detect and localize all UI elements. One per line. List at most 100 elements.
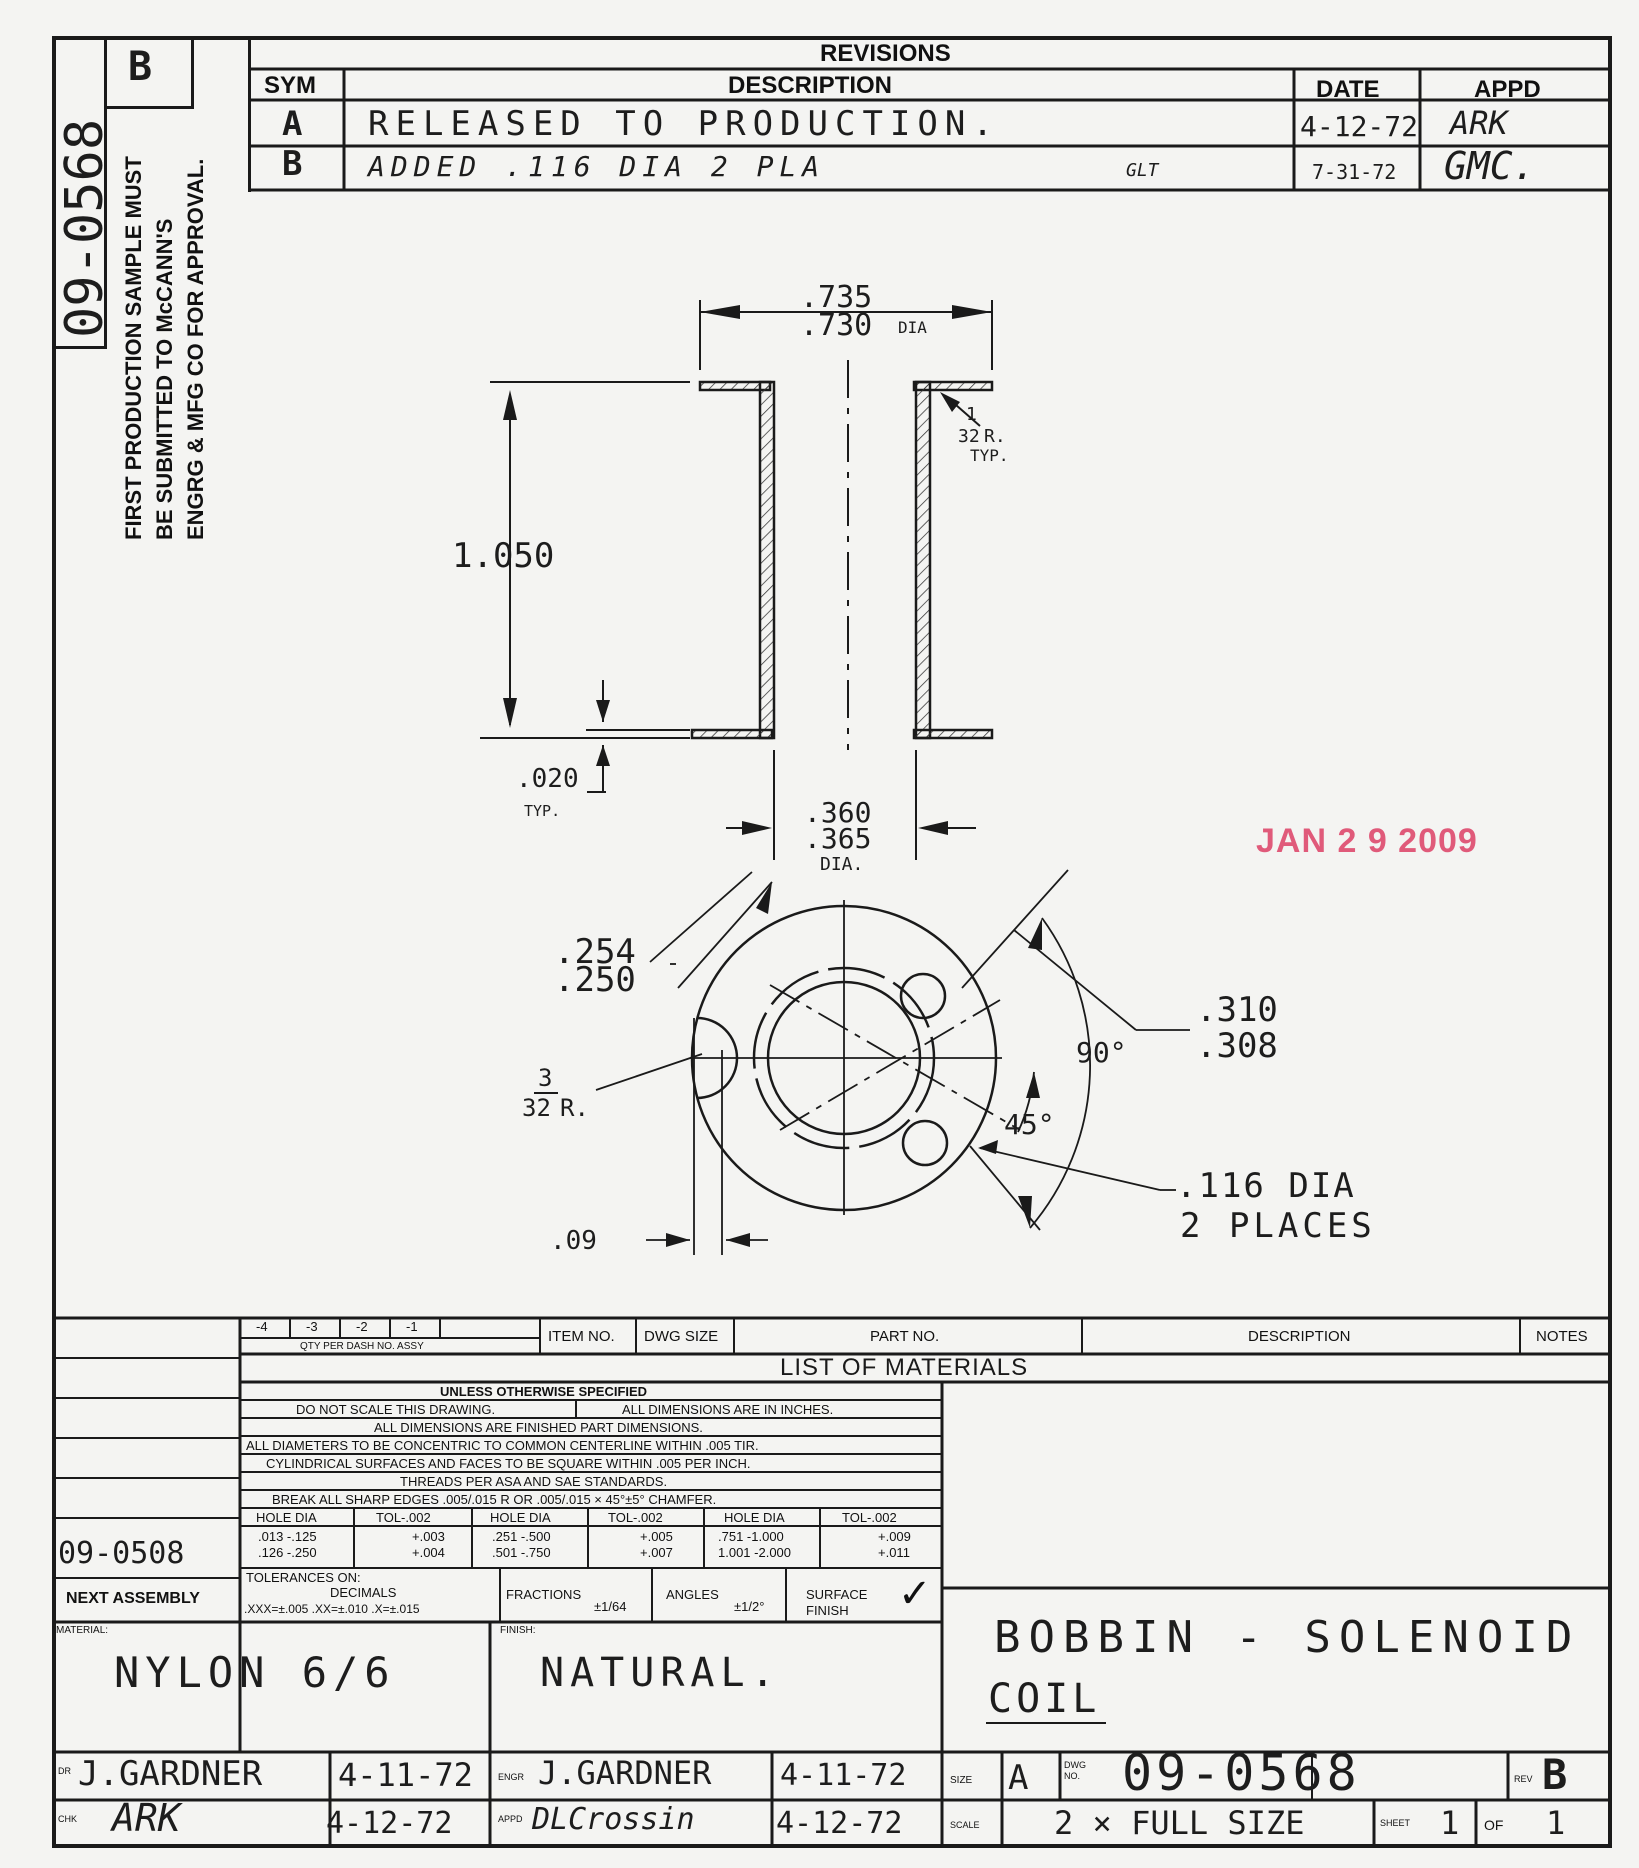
hole-table-r2c2: +.004 — [412, 1545, 445, 1560]
note-concentric: ALL DIAMETERS TO BE CONCENTRIC TO COMMON… — [246, 1438, 759, 1453]
hole-table-r1c5: .751 -1.000 — [718, 1529, 784, 1544]
hole-table-r1c4: +.005 — [640, 1529, 673, 1544]
note-do-not-scale: DO NOT SCALE THIS DRAWING. — [296, 1402, 496, 1417]
flange-dia-min: .730 — [800, 308, 873, 343]
hole-spacing-1: .310 — [1196, 990, 1278, 1030]
scale-label: SCALE — [950, 1820, 980, 1830]
revision-table-grid — [248, 36, 1612, 196]
flange-thickness-typ: TYP. — [524, 802, 561, 820]
fillet-unit: R. — [984, 426, 1006, 447]
hole-table-h5: HOLE DIA — [724, 1510, 785, 1525]
drawn-label: DR — [58, 1766, 71, 1776]
description-header: DESCRIPTION — [1248, 1328, 1351, 1345]
notch-fraction-bar — [534, 1092, 558, 1094]
angle-45: 45° — [1004, 1108, 1055, 1141]
hole-table-h2: TOL-.002 — [376, 1510, 431, 1525]
overall-length: 1.050 — [452, 536, 555, 576]
sheet-value: 1 — [1440, 1804, 1460, 1842]
fractions-value: ±1/64 — [594, 1599, 627, 1614]
hole-places-callout: 2 PLACES — [1180, 1206, 1376, 1246]
fractions-label: FRACTIONS — [506, 1587, 582, 1602]
hole-table-r2c1: .126 -.250 — [258, 1545, 317, 1560]
dwg-size-header: DWG SIZE — [644, 1328, 719, 1345]
of-label: OF — [1484, 1817, 1504, 1833]
rev-header-appd: APPD — [1474, 76, 1541, 103]
qty-dash-4: -4 — [256, 1319, 268, 1334]
next-assembly-label: NEXT ASSEMBLY — [66, 1590, 200, 1607]
revisions-title: REVISIONS — [820, 40, 951, 67]
checked-date: 4-12-72 — [326, 1806, 453, 1841]
part-no-header: PART NO. — [870, 1328, 940, 1345]
drawn-by: J.GARDNER — [78, 1754, 263, 1794]
finish-value: NATURAL. — [540, 1650, 781, 1696]
hole-table-r1c2: +.003 — [412, 1529, 445, 1544]
margin-rev-letter: B — [128, 44, 153, 90]
angle-90: 90° — [1076, 1036, 1127, 1069]
approved-date: 4-12-72 — [776, 1806, 903, 1841]
rev-row-a-date: 4-12-72 — [1300, 110, 1419, 143]
hole-table-h4: TOL-.002 — [608, 1510, 663, 1525]
note-square: CYLINDRICAL SURFACES AND FACES TO BE SQU… — [266, 1456, 751, 1471]
tolerances-on-label: TOLERANCES ON: — [246, 1570, 361, 1585]
bore-dia-1: .360 — [804, 796, 872, 829]
surface-finish-check-icon: ✓ — [898, 1571, 932, 1617]
hole-table-r2c5: 1.001 -2.000 — [718, 1545, 792, 1560]
rev-row-b-initials: GLT — [1126, 160, 1159, 181]
sheet-label: SHEET — [1380, 1818, 1411, 1828]
part-title-underline — [986, 1722, 1106, 1724]
scale-value: 2 × FULL SIZE — [1054, 1804, 1305, 1842]
dwg-no-value: 09-0568 — [1122, 1744, 1361, 1802]
surface-label: SURFACE — [806, 1587, 868, 1602]
counterbore-dia-1: .254 — [554, 932, 636, 972]
dwg-no-label: DWG NO. — [1064, 1760, 1086, 1781]
note-break-edges: BREAK ALL SHARP EDGES .005/.015 R OR .00… — [272, 1492, 717, 1507]
flange-thickness: .020 — [516, 764, 579, 794]
drawing-sheet-border — [52, 36, 1612, 1848]
rev-label: REV — [1514, 1774, 1533, 1784]
item-no-header: ITEM NO. — [548, 1328, 615, 1345]
rev-row-a-sym: A — [282, 104, 303, 144]
approved-label: APPD — [498, 1814, 523, 1824]
rev-row-a-appd: ARK — [1450, 104, 1508, 142]
hole-table-h3: HOLE DIA — [490, 1510, 551, 1525]
flange-dia-max: .735 — [800, 280, 873, 315]
hole-spacing-2: .308 — [1196, 1026, 1278, 1066]
side-view-section — [692, 382, 992, 738]
note-threads: THREADS PER ASA AND SAE STANDARDS. — [400, 1474, 668, 1489]
qty-dash-2: -2 — [356, 1319, 368, 1334]
notch-offset: .09 — [550, 1226, 597, 1256]
fillet-typ: TYP. — [970, 446, 1009, 465]
checked-label: CHK — [58, 1814, 78, 1824]
margin-vertical-rule — [248, 36, 251, 192]
margin-dwg-box — [52, 36, 107, 349]
hole-dia-callout: .116 DIA — [1176, 1166, 1356, 1206]
hole-table-r1c3: .251 -.500 — [492, 1529, 551, 1544]
rev-header-sym: SYM — [264, 72, 317, 99]
of-value: 1 — [1546, 1804, 1566, 1842]
note-inches: ALL DIMENSIONS ARE IN INCHES. — [622, 1402, 834, 1417]
material-value: NYLON 6/6 — [114, 1648, 396, 1697]
engr-date: 4-11-72 — [780, 1758, 907, 1793]
rev-row-b-sym: B — [282, 144, 303, 184]
material-label: MATERIAL: — [56, 1625, 109, 1636]
size-label: SIZE — [950, 1775, 973, 1786]
size-value: A — [1008, 1758, 1029, 1798]
rev-header-description: DESCRIPTION — [728, 72, 893, 99]
flange-dia-unit: DIA — [898, 318, 927, 337]
qty-dash-3: -3 — [306, 1319, 318, 1334]
qty-per-dash-label: QTY PER DASH NO. ASSY — [300, 1341, 424, 1352]
angles-value: ±1/2° — [734, 1599, 765, 1614]
counterbore-dia-2: .250 — [554, 960, 636, 1000]
hole-table-r1c1: .013 -.125 — [258, 1529, 317, 1544]
hole-table-r2c3: .501 -.750 — [492, 1545, 551, 1560]
hole-table-r2c6: +.011 — [878, 1545, 910, 1560]
received-date-stamp: JAN 2 9 2009 — [1256, 822, 1478, 860]
unless-otherwise-specified: UNLESS OTHERWISE SPECIFIED — [440, 1384, 648, 1399]
list-of-materials-title: LIST OF MATERIALS — [780, 1354, 1029, 1381]
engr-label: ENGR — [498, 1772, 525, 1782]
part-title-line2: COIL — [988, 1676, 1101, 1722]
margin-rev-box — [104, 36, 194, 109]
rev-header-date: DATE — [1316, 76, 1380, 103]
engr-by: J.GARDNER — [538, 1754, 712, 1792]
